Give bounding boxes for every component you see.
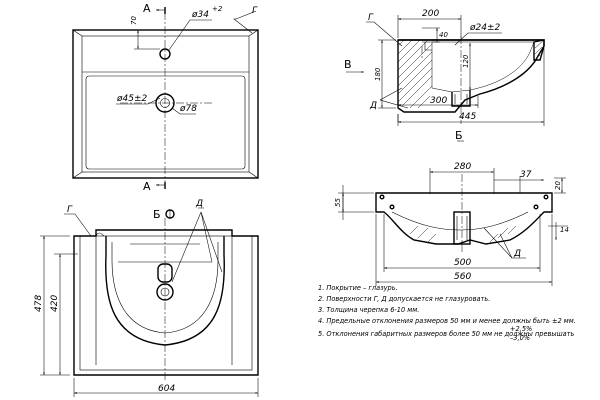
rear-wall-hatch (397, 39, 433, 109)
rib-hatch (409, 225, 517, 243)
dim-drain-inner: ø78 (179, 104, 197, 114)
dim-120: 120 (462, 54, 470, 68)
dim-tap-hole-tol: +2 (212, 5, 223, 13)
callout-g-front: Г (67, 205, 73, 215)
dim-tap-hole: ø34 (191, 10, 209, 20)
view-mark-b: Б (153, 208, 161, 221)
dim-14: 14 (560, 226, 569, 234)
callout-d-front: Д (195, 199, 203, 209)
drain-inner-circle (160, 98, 170, 108)
dim-height-inner: 420 (50, 295, 60, 312)
dim-180: 180 (374, 67, 382, 81)
note-2: 2. Поверхности Г, Д допускается не глазу… (318, 295, 490, 303)
note-1: 1. Покрытие – глазурь. (318, 284, 398, 292)
top-view: 70 ø34 +2 Г ø45±2 ø78 А А (72, 2, 259, 193)
callout-g-top: Г (252, 6, 258, 16)
note-5-upper: +2,5% (510, 325, 532, 333)
section-a-top: А (143, 2, 151, 15)
note-4: 4. Предельные отклонения размеров 50 мм … (318, 317, 576, 325)
dim-drain-outer: ø45±2 (116, 94, 147, 104)
dim-500: 500 (454, 258, 471, 268)
view-b: Б 280 37 20 55 (334, 129, 569, 286)
dim-20: 20 (554, 181, 562, 190)
note-3: 3. Толщина черепка 6-10 мм. (318, 306, 419, 314)
dim-width: 604 (158, 384, 175, 394)
dim-55: 55 (334, 198, 342, 207)
notes: 1. Покрытие – глазурь. 2. Поверхности Г,… (318, 284, 576, 342)
callout-d-section: Д (369, 101, 377, 111)
dim-height-total: 478 (34, 295, 44, 312)
view-mark-v: В (344, 58, 352, 71)
note-5: 5. Отклонения габаритных размеров более … (318, 330, 575, 338)
dim-40: 40 (439, 31, 448, 39)
drain-outer-circle (155, 93, 175, 113)
dim-560: 560 (454, 272, 471, 282)
dim-200: 200 (422, 9, 439, 19)
tap-hole (159, 48, 171, 60)
dim-37: 37 (520, 170, 532, 180)
dim-300: 300 (430, 96, 447, 106)
dim-hole-offset: 70 (130, 16, 138, 25)
dim-drain-24: ø24±2 (469, 23, 500, 33)
note-5-lower: –3,0% (510, 334, 530, 342)
callout-g-section: Г (368, 13, 374, 23)
dim-445: 445 (459, 112, 476, 122)
front-view: 604 478 420 Г Д Б (34, 199, 259, 397)
section-a: 200 40 ø24±2 120 180 300 445 Г Д В (344, 9, 545, 126)
section-a-bottom: А (143, 180, 151, 193)
view-b-title: Б (455, 129, 463, 142)
callout-d-view-b: Д (513, 249, 521, 259)
dim-280: 280 (454, 162, 471, 172)
